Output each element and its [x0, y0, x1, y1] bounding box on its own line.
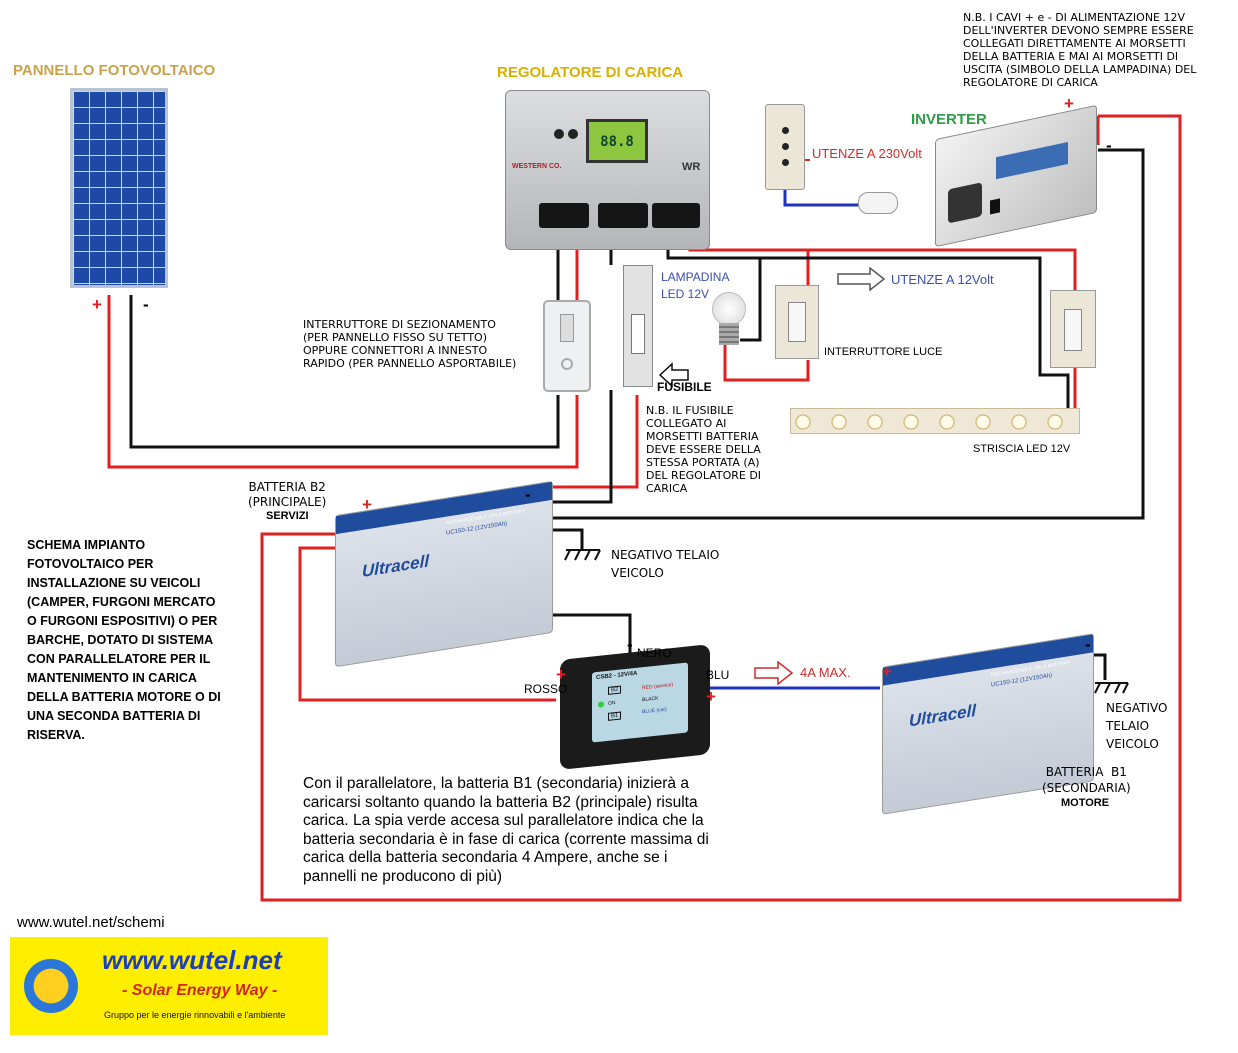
controller-display: 88.8	[586, 119, 648, 163]
controller-terminal-battery	[598, 203, 648, 228]
plug-icon	[858, 192, 898, 214]
led-bulb-base-icon	[719, 323, 739, 345]
arrow-fusibile-icon	[658, 362, 689, 388]
black-wire-panel-minus	[129, 295, 560, 449]
arrow-utenze-12-icon	[837, 266, 886, 292]
led-strip	[790, 408, 1080, 434]
socket-230v	[765, 104, 805, 190]
combiner-led-icon	[598, 701, 604, 708]
label-fusibile: FUSIBILE	[657, 380, 712, 394]
red-wire-fuse-to-controller	[546, 395, 639, 505]
label-striscia-led: STRISCIA LED 12V	[973, 443, 1071, 455]
title-inverter: INVERTER	[911, 111, 987, 128]
label-nero: NERO	[637, 646, 672, 660]
logo-site: www.wutel.net	[102, 945, 282, 975]
black-wire-ground-b2	[545, 528, 584, 550]
black-wire-load-to-strip	[760, 256, 1070, 415]
combiner-on: ON	[608, 700, 616, 707]
socket-hole-icon	[782, 143, 789, 150]
fuse-lever-icon	[631, 314, 645, 354]
footer-url[interactable]: www.wutel.net/schemi	[17, 914, 165, 931]
sign-b2-minus: -	[525, 485, 531, 504]
label-blu: BLU	[706, 668, 730, 682]
ground-symbol-b2	[564, 549, 601, 561]
controller-button-right-icon	[568, 129, 578, 139]
socket-hole-icon	[782, 127, 789, 134]
sun-icon	[24, 959, 78, 1013]
label-batteria-b1: BATTERIA B1 (SECONDARIA)	[1042, 765, 1131, 795]
label-servizi: SERVIZI	[266, 510, 309, 522]
logo-sub: Gruppo per le energie rinnovabili e l'am…	[104, 1010, 286, 1020]
sign-b1-minus: -	[1085, 635, 1091, 654]
controller-model: WR	[682, 161, 701, 173]
charge-controller: 88.8 WESTERN CO. WR	[505, 90, 710, 250]
description-schema: SCHEMA IMPIANTO FOTOVOLTAICO PER INSTALL…	[27, 538, 221, 742]
label-interruttore-luce: INTERRUTTORE LUCE	[824, 346, 943, 358]
inverter-label-icon	[996, 141, 1068, 180]
label-negativo-telaio-b2: NEGATIVO TELAIO VEICOLO	[611, 548, 720, 580]
disconnect-switch-toggle-icon	[560, 314, 574, 342]
sign-panel-minus: -	[143, 295, 149, 314]
solar-panel	[70, 88, 168, 288]
note-inverter: N.B. I CAVI + e - DI ALIMENTAZIONE 12V D…	[963, 11, 1197, 89]
black-wire-b2-to-inverter	[530, 148, 1145, 520]
inverter-socket-icon	[948, 182, 982, 224]
disconnect-switch-led-icon	[561, 358, 573, 370]
label-negativo-telaio-b1: NEGATIVO TELAIO VEICOLO	[1106, 701, 1168, 751]
black-wire-b2-to-combiner	[543, 518, 632, 660]
label-motore: MOTORE	[1061, 797, 1110, 809]
sign-b1-plus: +	[882, 662, 892, 681]
black-wire-230-plug	[783, 190, 860, 207]
battery-b1-brand: Ultracell	[909, 700, 977, 731]
ground-symbol-b1	[1094, 682, 1129, 694]
red-wire-bulb-loop	[723, 345, 810, 382]
label-lampadina: LAMPADINA LED 12V	[661, 270, 730, 301]
combiner-blue: BLUE (car)	[642, 706, 667, 716]
sign-combiner-blu-plus: +	[706, 687, 716, 706]
combiner-b1: B1	[608, 711, 622, 721]
light-switch-rocker-icon	[788, 302, 806, 342]
combiner-black: BLACK	[642, 695, 659, 704]
led-strip-switch	[1050, 290, 1096, 368]
label-utenze-230: UTENZE A 230Volt	[812, 146, 922, 161]
sign-combiner-plus: +	[556, 665, 566, 684]
inverter-switch-icon	[990, 198, 1000, 215]
battery-b2-brand: Ultracell	[362, 551, 430, 581]
combiner-title: CSB2 - 12V/4A	[596, 670, 638, 682]
label-interruttore-sezionamento: INTERRUTTORE DI SEZIONAMENTO (PER PANNEL…	[303, 318, 517, 370]
sign-b2-plus: +	[362, 495, 372, 514]
label-4a-max: 4A MAX.	[800, 665, 851, 680]
fuse-holder	[623, 265, 653, 387]
combiner-b2: B2	[608, 685, 622, 695]
red-wire-panel-plus	[107, 295, 579, 469]
light-switch	[775, 285, 819, 359]
sign-combiner-minus: -	[627, 635, 633, 654]
sign-panel-plus: +	[92, 295, 102, 314]
controller-terminal-load	[652, 203, 700, 228]
controller-brand: WESTERN CO.	[512, 163, 562, 170]
battery-combiner-label: CSB2 - 12V/4A B2 RED (service) ON BLACK …	[592, 662, 688, 743]
led-strip-switch-rocker-icon	[1064, 309, 1082, 351]
logo-wutel[interactable]: www.wutel.net - Solar Energy Way - Grupp…	[10, 937, 328, 1035]
arrow-4a-icon	[754, 660, 794, 686]
sign-inverter-minus: -	[1106, 136, 1112, 155]
controller-terminal-pv	[539, 203, 589, 228]
label-utenze-12: UTENZE A 12Volt	[891, 272, 994, 287]
sign-inverter-plus: +	[1064, 94, 1074, 113]
label-rosso: ROSSO	[524, 682, 568, 696]
note-fusibile: N.B. IL FUSIBILE COLLEGATO AI MORSETTI B…	[646, 404, 762, 495]
socket-hole-icon	[782, 159, 789, 166]
controller-button-left-icon	[554, 129, 564, 139]
title-pannello: PANNELLO FOTOVOLTAICO	[13, 62, 216, 79]
label-batteria-b2: BATTERIA B2 (PRINCIPALE)	[248, 480, 327, 509]
logo-tagline: - Solar Energy Way -	[122, 982, 278, 999]
disconnect-switch	[543, 300, 591, 392]
title-regolatore: REGOLATORE DI CARICA	[497, 64, 684, 81]
led-bulb-icon	[712, 292, 746, 326]
combiner-red: RED (service)	[642, 681, 674, 692]
note-parallelatore: Con il parallelatore, la batteria B1 (se…	[303, 775, 709, 885]
battery-combiner: CSB2 - 12V/4A B2 RED (service) ON BLACK …	[560, 644, 710, 770]
